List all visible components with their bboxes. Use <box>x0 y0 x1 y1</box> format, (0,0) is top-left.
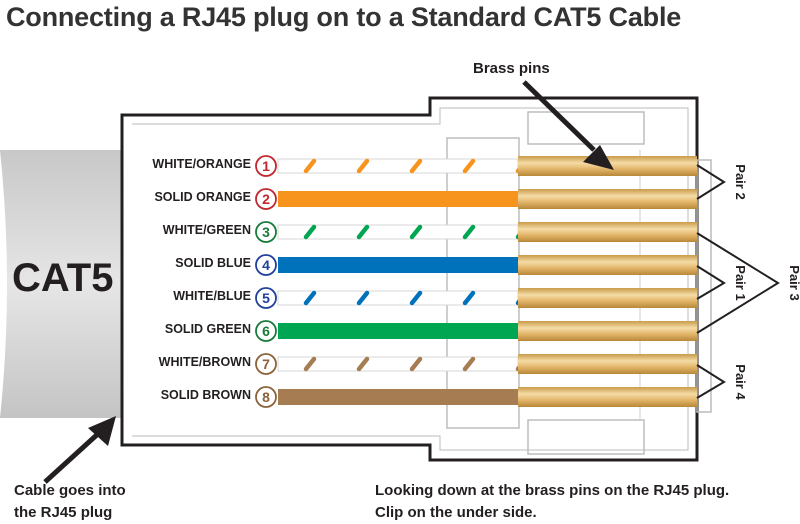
pin-number-4: 4 <box>255 254 277 276</box>
cable-caption-line2: the RJ45 plug <box>14 504 113 521</box>
wire-label-8: SOLID BROWN <box>160 388 251 402</box>
pair-3-bracket <box>696 232 780 334</box>
wire-label-2: SOLID ORANGE <box>154 190 251 204</box>
wire-label-6: SOLID GREEN <box>164 322 251 336</box>
wire-4 <box>278 257 518 273</box>
pin-number-8: 8 <box>255 386 277 408</box>
cat5-label: CAT5 <box>12 256 114 300</box>
brass-pins-arrow <box>522 80 596 152</box>
svg-text:1: 1 <box>262 158 270 174</box>
svg-text:5: 5 <box>262 290 270 306</box>
pin-number-6: 6 <box>255 320 277 342</box>
wire-8 <box>278 389 518 405</box>
wire-6 <box>278 323 518 339</box>
wire-label-3: WHITE/GREEN <box>162 223 251 237</box>
wire-7 <box>277 356 529 372</box>
wire-label-4: SOLID BLUE <box>175 256 251 270</box>
pair-4-bracket <box>696 364 726 399</box>
diagram-title: Connecting a RJ45 plug on to a Standard … <box>6 2 682 32</box>
pair-1-bracket <box>696 265 726 300</box>
svg-text:8: 8 <box>262 389 270 405</box>
svg-text:7: 7 <box>262 356 270 372</box>
wire-label-5: WHITE/BLUE <box>173 289 251 303</box>
plug-inner-outline <box>132 107 689 451</box>
pin-number-3: 3 <box>255 221 277 243</box>
pin-number-5: 5 <box>255 287 277 309</box>
pair-1-label: Pair 1 <box>733 265 748 300</box>
pin-end-bracket <box>696 159 712 413</box>
brass-pin-8 <box>518 387 697 407</box>
cable-arrow <box>43 430 102 484</box>
cable-jacket <box>0 150 122 418</box>
view-caption-line2: Clip on the under side. <box>375 504 537 521</box>
view-caption: Looking down at the brass pins on the RJ… <box>375 480 729 524</box>
brass-pins-arrowhead <box>583 145 614 170</box>
cable-caption-line1: Cable goes into <box>14 482 126 499</box>
wire-label-1: WHITE/ORANGE <box>152 157 251 171</box>
wire-1 <box>277 158 529 174</box>
pair-2-label: Pair 2 <box>733 164 748 199</box>
wire-3 <box>277 224 529 240</box>
wire-label-7: WHITE/BROWN <box>158 355 251 369</box>
wire-5 <box>277 290 529 306</box>
brass-pin-2 <box>518 189 697 209</box>
contact-slot-bottom <box>527 419 645 455</box>
svg-text:3: 3 <box>262 224 270 240</box>
brass-pin-7 <box>518 354 697 374</box>
brass-pin-6 <box>518 321 697 341</box>
pin-number-2: 2 <box>255 188 277 210</box>
svg-text:6: 6 <box>262 323 270 339</box>
brass-pin-3 <box>518 222 697 242</box>
pin-number-1: 1 <box>255 155 277 177</box>
cable-caption: Cable goes into the RJ45 plug <box>14 480 126 524</box>
brass-pin-4 <box>518 255 697 275</box>
pair-3-label: Pair 3 <box>787 265 800 300</box>
wire-2 <box>278 191 518 207</box>
svg-text:2: 2 <box>262 191 270 207</box>
pin-number-7: 7 <box>255 353 277 375</box>
brass-pin-5 <box>518 288 697 308</box>
contact-housing <box>446 137 520 429</box>
pair-4-label: Pair 4 <box>733 364 748 400</box>
view-caption-line1: Looking down at the brass pins on the RJ… <box>375 482 730 499</box>
brass-pins-label: Brass pins <box>473 60 550 77</box>
cable-arrowhead <box>88 416 116 446</box>
pair-2-bracket <box>696 164 726 200</box>
svg-text:4: 4 <box>262 257 270 273</box>
